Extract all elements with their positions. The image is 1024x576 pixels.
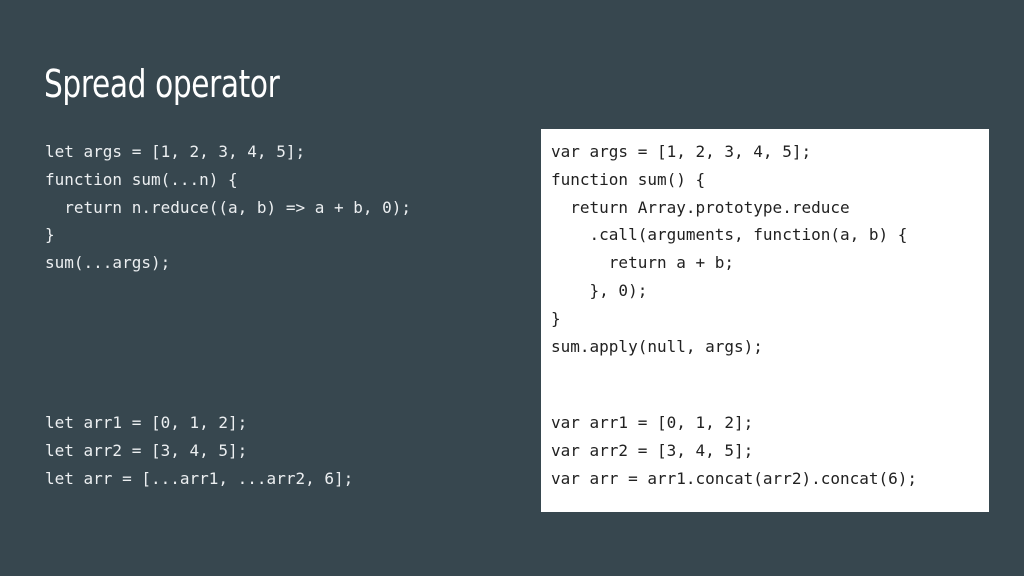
- code-line: sum.apply(null, args);: [551, 336, 763, 356]
- code-line: let arr1 = [0, 1, 2];: [45, 413, 248, 432]
- slide-title: Spread operator: [44, 62, 280, 106]
- code-line: }: [551, 308, 561, 328]
- code-line: return n.reduce((a, b) => a + b, 0);: [45, 197, 412, 217]
- es5-apply-code-block: var args = [1, 2, 3, 4, 5]; function sum(…: [551, 138, 907, 360]
- code-line: }, 0);: [551, 280, 648, 300]
- code-line: var arr = arr1.concat(arr2).concat(6);: [551, 468, 918, 488]
- code-line: }: [45, 225, 55, 245]
- code-line: return Array.prototype.reduce: [551, 197, 850, 217]
- es6-rest-code-block: let args = [1, 2, 3, 4, 5]; function sum(…: [45, 138, 411, 277]
- code-line: sum(...args);: [45, 253, 171, 273]
- code-line: var arr1 = [0, 1, 2];: [551, 413, 754, 432]
- code-line: let arr = [...arr1, ...arr2, 6];: [45, 468, 354, 488]
- code-line: var args = [1, 2, 3, 4, 5];: [551, 142, 812, 161]
- code-line: return a + b;: [551, 253, 735, 273]
- es5-concat-code-block: var arr1 = [0, 1, 2]; var arr2 = [3, 4, 5…: [551, 409, 917, 492]
- code-line: let args = [1, 2, 3, 4, 5];: [45, 142, 306, 161]
- es5-code-panel: var args = [1, 2, 3, 4, 5]; function sum(…: [541, 129, 989, 512]
- es6-spread-array-code-block: let arr1 = [0, 1, 2]; let arr2 = [3, 4, 5…: [45, 409, 353, 492]
- code-line: function sum(...n) {: [45, 169, 238, 189]
- code-line: .call(arguments, function(a, b) {: [551, 225, 908, 245]
- code-line: let arr2 = [3, 4, 5];: [45, 440, 248, 460]
- code-line: var arr2 = [3, 4, 5];: [551, 440, 754, 460]
- code-line: function sum() {: [551, 169, 706, 189]
